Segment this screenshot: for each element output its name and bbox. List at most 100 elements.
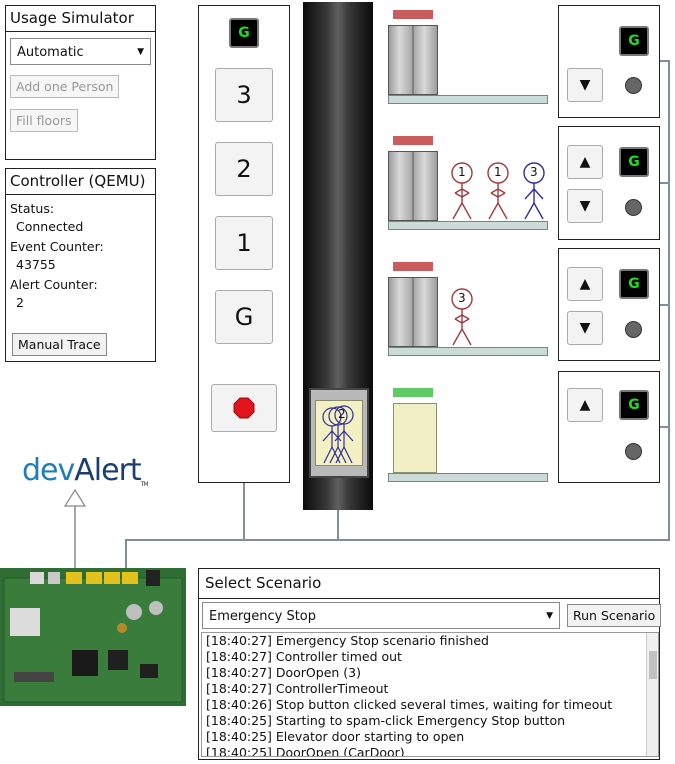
floor-2-door — [388, 151, 438, 221]
car-occupancy-count: 2 — [338, 407, 346, 421]
logo-dev-text: dev — [22, 453, 75, 488]
floor-g-indicator: G — [619, 390, 649, 420]
wire-car-panel-down — [243, 483, 245, 540]
car-control-panel: G 3 2 1 G — [198, 5, 290, 483]
floor-1-up-button[interactable]: ▲ — [567, 267, 603, 301]
alert-counter-label: Alert Counter: — [10, 277, 98, 292]
floor-3-status-bar — [393, 10, 433, 19]
floor-g-up-button[interactable]: ▲ — [567, 388, 603, 422]
floor-2-call-lamp — [625, 199, 642, 216]
controller-title: Controller (QEMU) — [6, 169, 155, 195]
manual-trace-button[interactable]: Manual Trace — [12, 333, 107, 356]
status-value: Connected — [16, 219, 84, 234]
scenario-select[interactable]: Emergency Stop ▼ — [202, 602, 560, 629]
log-line: [18:40:25] DoorOpen (CarDoor) — [206, 745, 405, 757]
floor-2-up-button[interactable]: ▲ — [567, 145, 603, 179]
simulator-mode-value: Automatic — [17, 45, 84, 60]
wire-right-riser — [668, 60, 670, 541]
log-scroll-thumb[interactable] — [649, 651, 657, 679]
floor-3-call-panel: G ▼ — [558, 5, 660, 118]
log-line: [18:40:27] ControllerTimeout — [206, 681, 389, 696]
arrow-down-icon: ▼ — [579, 77, 591, 93]
event-counter-value: 43755 — [16, 257, 56, 272]
stop-octagon-icon — [233, 397, 255, 419]
floor-3-indicator: G — [619, 26, 649, 56]
car-floor-button-2[interactable]: 2 — [215, 142, 273, 196]
car-floor-indicator: G — [229, 18, 259, 48]
log-line: [18:40:27] DoorOpen (3) — [206, 665, 361, 680]
floor-2-person-2-destination: 1 — [494, 165, 502, 179]
log-line: [18:40:25] Elevator door starting to ope… — [206, 729, 465, 744]
circuit-board-icon — [0, 568, 186, 706]
floor-1-person-1-destination: 3 — [458, 291, 466, 305]
arrow-down-icon: ▼ — [579, 320, 591, 336]
chevron-down-icon: ▼ — [137, 47, 144, 57]
fill-floors-button[interactable]: Fill floors — [10, 109, 78, 132]
floor-1-door — [388, 277, 438, 347]
car-passenger-group — [322, 405, 354, 464]
wire-bus-to-board — [125, 539, 127, 575]
logo-alert-text: Alert — [74, 453, 141, 488]
chevron-down-icon: ▼ — [546, 611, 553, 621]
log-line: [18:40:26] Stop button clicked several t… — [206, 697, 613, 712]
floor-2-status-bar — [393, 136, 433, 145]
upload-arrow-icon — [63, 488, 87, 576]
arrow-down-icon: ▼ — [579, 198, 591, 214]
floor-1-waiting-people — [451, 288, 473, 346]
logo-tm-text: TM — [140, 481, 149, 488]
controller-panel: Controller (QEMU) Status: Connected Even… — [5, 168, 156, 362]
floor-g-door-open — [393, 403, 437, 473]
simulator-mode-select[interactable]: Automatic ▼ — [10, 38, 151, 65]
usage-simulator-title: Usage Simulator — [6, 6, 155, 32]
floor-3-call-lamp — [625, 77, 642, 94]
log-scrollbar[interactable] — [646, 633, 658, 756]
floor-1-platform — [388, 347, 548, 356]
floor-3-down-button[interactable]: ▼ — [567, 68, 603, 102]
emergency-stop-button[interactable] — [211, 384, 277, 432]
floor-g-call-panel: ▲ G — [558, 371, 660, 483]
log-line: [18:40:27] Emergency Stop scenario finis… — [206, 633, 489, 648]
alert-counter-value: 2 — [16, 295, 24, 310]
floor-1-indicator: G — [619, 269, 649, 299]
status-label: Status: — [10, 201, 55, 216]
floor-3-door — [388, 25, 438, 95]
floor-2-down-button[interactable]: ▼ — [567, 189, 603, 223]
usage-simulator-panel: Usage Simulator Automatic ▼ Add one Pers… — [5, 5, 156, 160]
controller-board-image — [0, 568, 186, 706]
log-line: [18:40:25] Starting to spam-click Emerge… — [206, 713, 566, 728]
run-scenario-button[interactable]: Run Scenario — [567, 604, 662, 627]
add-person-button[interactable]: Add one Person — [10, 75, 120, 98]
floor-1-status-bar — [393, 262, 433, 271]
car-floor-button-g[interactable]: G — [215, 290, 273, 344]
event-counter-label: Event Counter: — [10, 239, 104, 254]
car-floor-button-1[interactable]: 1 — [215, 216, 273, 270]
arrow-up-icon: ▲ — [579, 397, 591, 413]
devalert-logo: devAlertTM — [22, 453, 149, 488]
scenario-title: Select Scenario — [199, 569, 659, 599]
floor-g-platform — [388, 473, 548, 482]
car-interior: 2 — [315, 400, 363, 466]
log-line: [18:40:27] Controller timed out — [206, 649, 402, 664]
wire-floor-1-link — [660, 304, 670, 306]
scenario-log[interactable]: [18:40:27] Emergency Stop scenario finis… — [201, 632, 659, 757]
arrow-up-icon: ▲ — [579, 154, 591, 170]
floor-1-down-button[interactable]: ▼ — [567, 311, 603, 345]
wire-floor-3-link — [660, 60, 670, 62]
elevator-car: 2 — [309, 388, 369, 478]
floor-2-indicator: G — [619, 147, 649, 177]
floor-2-platform — [388, 221, 548, 230]
arrow-up-icon: ▲ — [579, 276, 591, 292]
car-floor-button-3[interactable]: 3 — [215, 68, 273, 122]
floor-g-call-lamp — [625, 443, 642, 460]
floor-g-status-bar — [393, 388, 433, 397]
wire-floor-2-link — [660, 182, 670, 184]
wire-shaft-down — [337, 510, 339, 540]
floor-1-call-lamp — [625, 321, 642, 338]
floor-3-platform — [388, 95, 548, 104]
floor-2-person-3-destination: 3 — [530, 165, 538, 179]
wire-floor-g-link — [660, 426, 670, 428]
floor-2-person-1-destination: 1 — [458, 165, 466, 179]
floor-2-call-panel: ▲ G ▼ — [558, 126, 660, 240]
floor-1-call-panel: ▲ G ▼ — [558, 248, 660, 361]
wire-bus-horizontal — [125, 539, 670, 541]
